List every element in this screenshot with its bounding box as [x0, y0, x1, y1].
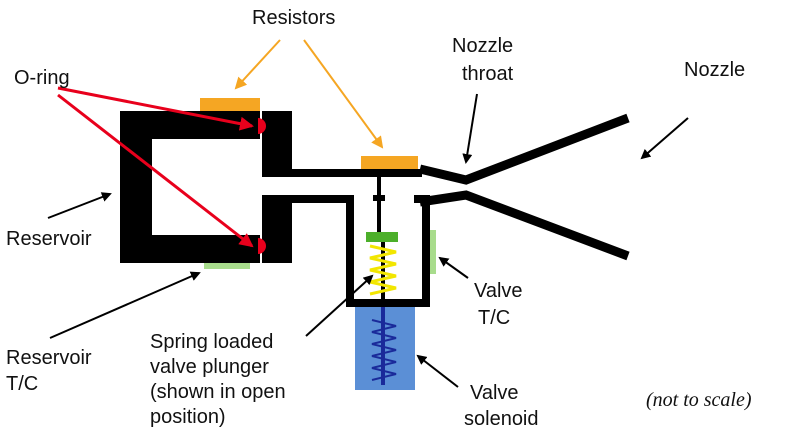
valve-thermocouple — [430, 230, 436, 274]
label-plunger-line3: (shown in open — [150, 381, 286, 403]
label-valve-tc-line2: T/C — [478, 307, 510, 329]
o-ring-top — [258, 118, 266, 134]
arrow-reservoir — [47, 192, 112, 219]
label-nozzle-throat-line2: throat — [462, 63, 514, 85]
label-nozzle: Nozzle — [684, 59, 745, 81]
valve-solenoid — [355, 307, 415, 390]
label-resistors: Resistors — [252, 7, 335, 29]
label-o-ring: O-ring — [14, 67, 70, 89]
resistor-reservoir — [200, 98, 260, 111]
valve-plunger — [366, 177, 398, 306]
arrow-o-ring-top — [57, 86, 254, 131]
label-valve-solenoid-line2: solenoid — [464, 408, 539, 430]
label-plunger-line2: valve plunger — [150, 356, 269, 378]
arrow-o-ring-bottom — [57, 93, 254, 248]
label-plunger-line4: position) — [150, 406, 226, 428]
spring-icon — [369, 244, 397, 296]
coil-icon — [371, 319, 397, 381]
flow-channel — [292, 113, 630, 261]
reservoir — [120, 111, 260, 263]
label-reservoir-tc-line1: Reservoir — [6, 347, 92, 369]
label-reservoir: Reservoir — [6, 228, 92, 250]
arrow-valve-tc — [438, 256, 469, 279]
resistor-channel — [361, 156, 418, 169]
arrow-nozzle-throat — [462, 93, 478, 164]
reservoir-right-wall — [262, 111, 292, 263]
valve-body — [346, 195, 430, 307]
arrow-resistor-left — [234, 39, 281, 90]
arrow-nozzle — [640, 117, 689, 160]
label-plunger-line1: Spring loaded — [150, 331, 273, 353]
plunger-head — [366, 232, 398, 242]
label-not-to-scale: (not to scale) — [646, 389, 752, 411]
reservoir-thermocouple — [204, 263, 250, 269]
arrow-plunger — [305, 274, 374, 337]
arrow-reservoir-tc — [49, 271, 201, 339]
label-reservoir-tc-line2: T/C — [6, 373, 38, 395]
arrow-valve-solenoid — [416, 354, 459, 388]
label-valve-tc-line1: Valve — [474, 280, 523, 302]
arrow-resistor-right — [303, 39, 384, 149]
o-ring-bottom — [258, 238, 266, 254]
label-nozzle-throat-line1: Nozzle — [452, 35, 513, 57]
label-valve-solenoid-line1: Valve — [470, 382, 519, 404]
